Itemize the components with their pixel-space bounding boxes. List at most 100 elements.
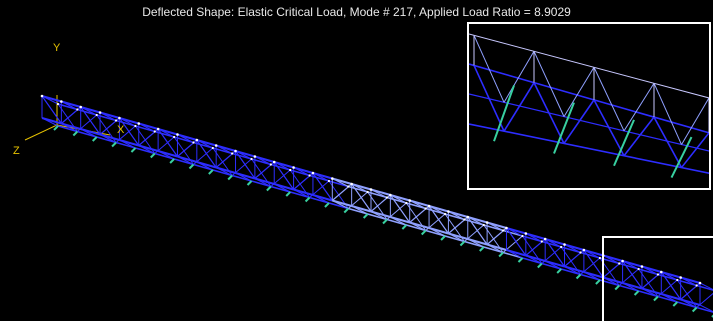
bottom-chord [41,117,62,125]
support-marker [382,218,388,225]
cross-brace [351,205,368,215]
node [292,166,295,169]
cross-brace [80,128,97,138]
cross-brace [119,139,136,149]
inset-web [623,116,655,157]
bottom-chord-rear [348,207,368,215]
node [195,138,199,142]
support-marker [479,246,485,252]
node [485,221,489,224]
cross-brace [699,282,713,291]
node [98,111,102,114]
node [560,245,563,249]
cross-brace [254,156,272,165]
bottom-chord-rear [406,224,426,232]
bottom-chord-rear [231,174,252,182]
support-marker [72,130,79,137]
node [330,177,334,180]
inset-top-chord [469,33,709,99]
cross-brace [370,189,388,198]
top-chord [157,128,178,136]
top-chord [467,216,488,224]
node [679,276,682,279]
node [156,127,160,131]
top-chord [583,249,604,257]
cross-brace [274,161,291,171]
top-chord [196,139,217,147]
bottom-chord [370,210,391,218]
top-chord [448,210,469,218]
top-chord [661,271,681,279]
inset-web-rear [533,51,565,117]
cross-brace [119,117,136,127]
bottom-chord-rear [619,284,639,292]
web-diagonal [622,260,643,289]
node [350,182,353,186]
inset-bottom-chord [469,123,709,174]
support-marker [401,224,408,230]
bottom-chord [119,139,140,147]
support-marker [420,229,427,236]
node [563,243,566,246]
top-chord [544,238,565,246]
cross-brace [254,178,272,187]
bottom-chord [641,287,662,295]
node [60,100,63,103]
top-chord [332,177,352,185]
node [540,240,543,243]
node [79,105,83,109]
detail-inset-truss [469,33,709,179]
support-marker [227,174,233,181]
node [637,267,640,271]
cross-brace [583,271,601,281]
node [385,196,389,199]
web-diagonal [389,194,411,223]
cross-brace [486,244,504,253]
node [272,160,276,164]
node [118,116,121,120]
bottom-chord-rear [580,273,601,281]
support-marker [150,152,156,159]
bottom-chord [680,298,701,306]
node [192,141,195,144]
support-marker [53,125,59,131]
cross-brace [428,227,446,237]
bottom-chord-rear [193,163,214,171]
bottom-chord [138,144,159,152]
web-diagonal [273,161,295,190]
node [234,149,237,153]
bottom-chord-rear [638,290,659,298]
inset-web-rear [563,66,595,117]
bottom-chord-rear [522,257,543,265]
support-marker [91,136,98,142]
web-diagonal [80,106,101,135]
node [463,218,466,221]
node [176,133,179,136]
top-chord [428,205,449,213]
cross-brace [564,266,581,275]
cross-brace [312,194,330,204]
node [598,256,601,260]
node [76,108,79,111]
cross-brace [332,178,349,187]
top-chord [61,100,81,108]
inset-web [503,82,535,132]
bottom-chord-rear [367,213,388,221]
node [424,207,427,210]
cross-brace [351,183,368,193]
inset-web-rear [503,51,535,103]
cross-brace [467,216,484,226]
cross-brace [448,233,465,242]
focus-region-box [602,236,713,321]
bottom-chord-rear [115,141,136,149]
inset-web [680,132,709,169]
cross-brace [525,255,543,264]
cross-brace [370,211,388,220]
bottom-chord-rear [135,147,155,155]
top-chord [177,133,198,141]
bottom-chord [661,293,681,301]
cross-brace [41,95,59,105]
top-chord [273,161,294,169]
axis-z-label: Z [13,145,20,157]
